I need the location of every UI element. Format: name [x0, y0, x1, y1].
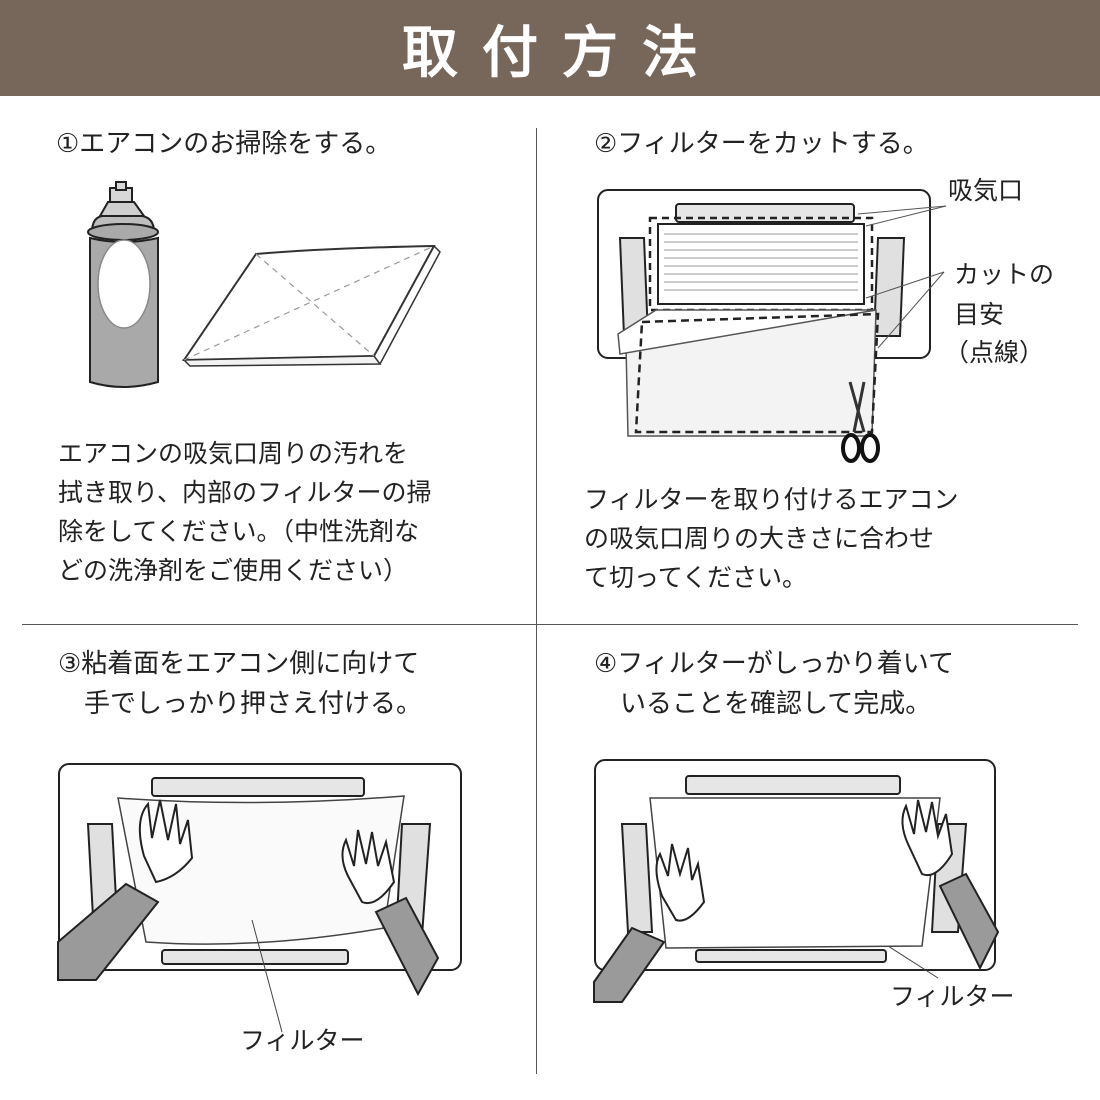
intake-label: 吸気口 — [948, 176, 1024, 205]
page-title: 取付方法 — [402, 20, 722, 86]
cut-guide-label-1: カットの — [954, 260, 1055, 289]
aircon-press-illustration — [56, 760, 466, 1000]
header-banner: 取付方法 — [0, 0, 1100, 96]
step-4-title: ④フィルターがしっかり着いて いることを確認して完成。 — [594, 649, 955, 719]
step-2-title: ②フィルターをカットする。 — [594, 129, 929, 159]
step-3-title: ③粘着面をエアコン側に向けて 手でしっかり押さえ付ける。 — [58, 649, 423, 719]
vertical-divider — [536, 128, 537, 1074]
aircon-cut-illustration — [596, 186, 936, 466]
cloth-illustration — [178, 238, 443, 368]
step-1-description: エアコンの吸気口周りの汚れを 拭き取り、内部のフィルターの掃 除をしてください。… — [58, 439, 432, 585]
spray-can-illustration — [80, 180, 170, 395]
step-2-description: フィルターを取り付けるエアコン の吸気口周りの大きさに合わせ て切ってください。 — [584, 485, 959, 592]
horizontal-divider — [22, 624, 1078, 625]
filter-label-step-3: フィルター — [240, 1026, 365, 1055]
cut-guide-label-2: 目安 — [954, 300, 1005, 329]
aircon-complete-illustration — [592, 756, 998, 1006]
filter-label-step-4: フィルター — [890, 982, 1015, 1011]
step-1-title: ①エアコンのお掃除をする。 — [56, 129, 392, 159]
cut-guide-label-3: （点線） — [944, 338, 1045, 367]
